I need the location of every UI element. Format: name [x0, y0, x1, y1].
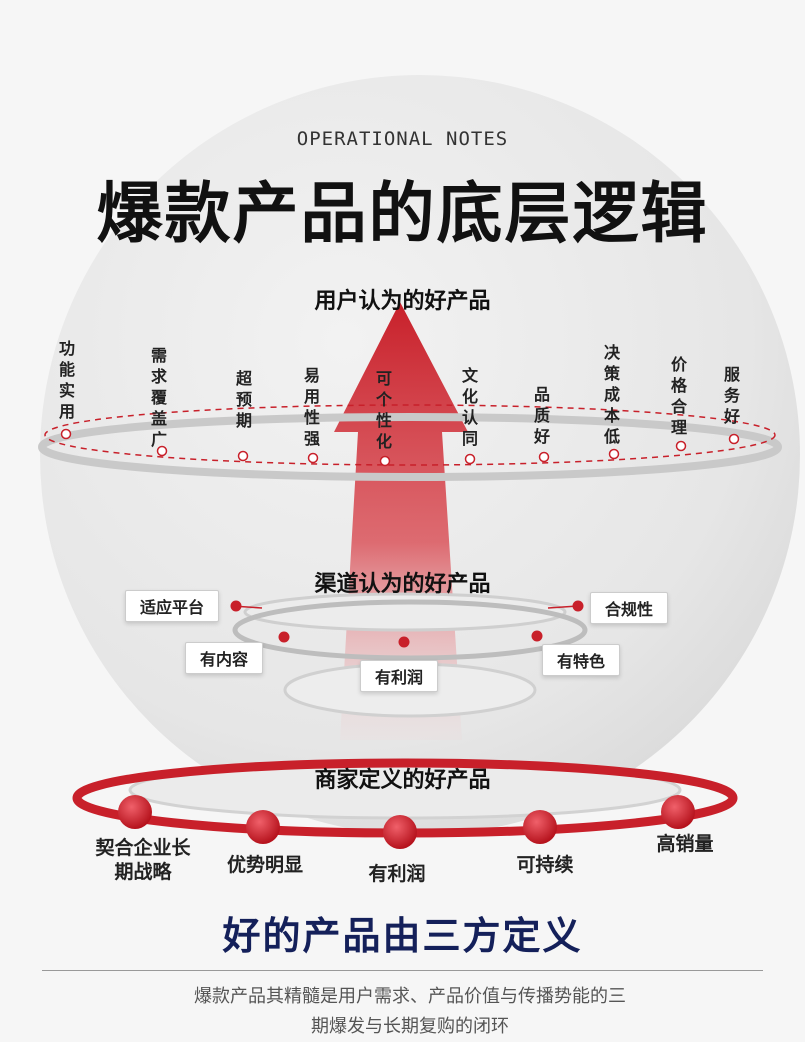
user-ring [38, 413, 782, 481]
channel-tag: 合规性 [590, 592, 669, 624]
user-item-marker [307, 452, 319, 464]
user-item-label: 可个性化 [375, 369, 392, 451]
user-item-label: 需求覆盖广 [150, 346, 167, 449]
channel-tag: 适应平台 [125, 590, 220, 622]
user-dashed-ring [44, 404, 776, 466]
channel-tag: 有内容 [185, 642, 264, 674]
description-line-2: 期爆发与长期复购的闭环 [311, 1016, 509, 1037]
merchant-level-title: 商家定义的好产品 [314, 768, 491, 793]
channel-item-marker [572, 600, 584, 612]
channel-tag: 有利润 [360, 660, 439, 692]
merchant-label: 契合企业长期战略 [95, 837, 191, 883]
user-item-marker [675, 440, 687, 452]
user-item-label: 文化认同 [461, 366, 478, 448]
channel-item-marker [398, 636, 410, 648]
user-item-label: 超预期 [235, 369, 252, 430]
channel-tag: 有特色 [542, 644, 621, 676]
description-line-1: 爆款产品其精髓是用户需求、产品价值与传播势能的三 [194, 986, 626, 1007]
divider [42, 970, 763, 971]
merchant-label: 可持续 [516, 854, 574, 876]
user-item-marker [728, 433, 740, 445]
description: 爆款产品其精髓是用户需求、产品价值与传播势能的三 期爆发与长期复购的闭环 [50, 982, 770, 1042]
user-item-marker [237, 450, 249, 462]
user-item-label: 价格合理 [670, 355, 687, 437]
merchant-item-marker [383, 815, 417, 849]
user-item-label: 服务好 [723, 365, 740, 426]
user-item-label: 决策成本低 [603, 343, 620, 446]
user-level-title: 用户认为的好产品 [314, 289, 491, 314]
channel-ring [232, 599, 588, 661]
page-title: 爆款产品的底层逻辑 [96, 175, 709, 252]
merchant-item-marker [523, 810, 557, 844]
channel-item-marker [531, 630, 543, 642]
user-item-label: 品质好 [533, 385, 550, 446]
footer-title: 好的产品由三方定义 [222, 914, 583, 958]
user-item-label: 易用性强 [303, 366, 320, 448]
channel-item-marker [278, 631, 290, 643]
merchant-item-marker [661, 795, 695, 829]
user-item-marker [60, 428, 72, 440]
merchant-label: 优势明显 [226, 854, 303, 876]
user-item-marker [538, 451, 550, 463]
user-item-marker [608, 448, 620, 460]
channel-level-title: 渠道认为的好产品 [314, 572, 491, 597]
merchant-label: 有利润 [368, 863, 426, 885]
user-item-label: 功能实用 [58, 339, 75, 421]
user-item-marker [464, 453, 476, 465]
user-item-marker [379, 455, 391, 467]
merchant-label: 高销量 [656, 833, 714, 855]
merchant-item-marker [246, 810, 280, 844]
merchant-item-marker [118, 795, 152, 829]
user-item-marker [156, 445, 168, 457]
channel-item-marker [230, 600, 242, 612]
eyebrow-text: OPERATIONAL NOTES [296, 128, 509, 150]
